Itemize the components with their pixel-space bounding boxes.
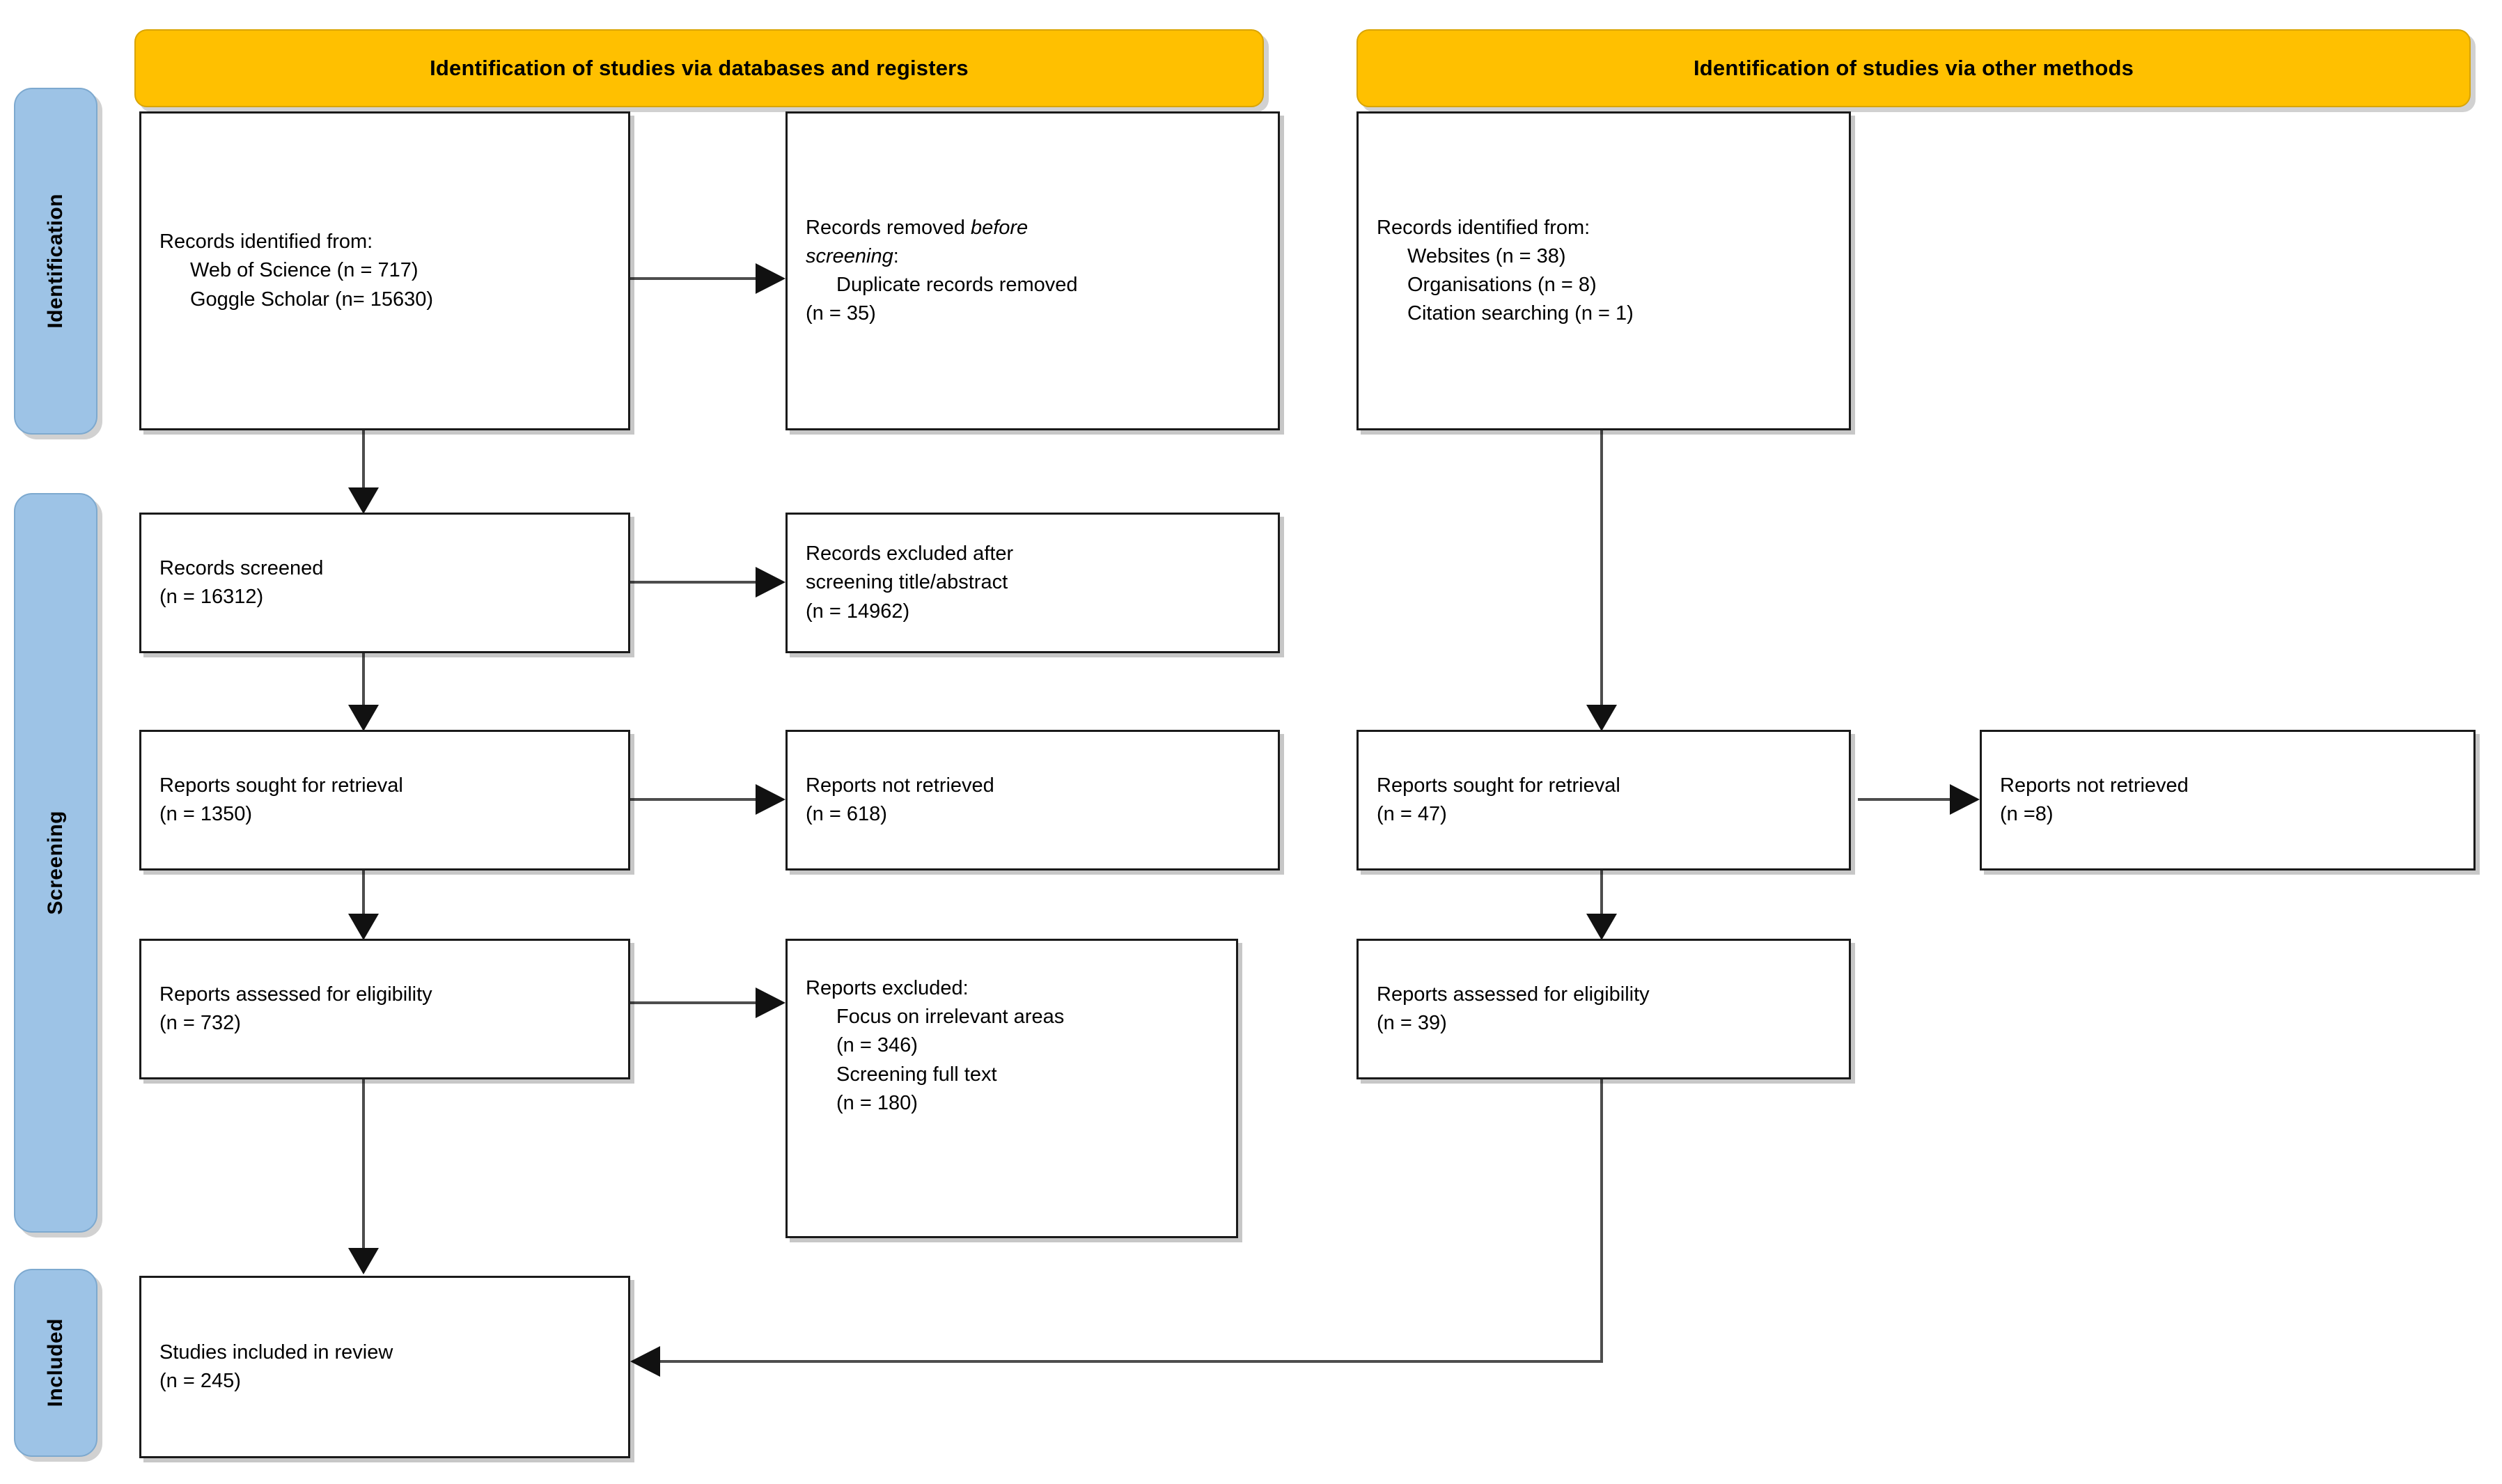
connector-sought-to-assessed: [348, 870, 379, 940]
banner-other-label: Identification of studies via other meth…: [1693, 56, 2134, 80]
box-db-reports-excluded[interactable]: Reports excluded: Focus on irrelevant ar…: [785, 939, 1238, 1238]
box-line: Focus on irrelevant areas: [836, 1006, 1065, 1029]
box-line: (n = 180): [836, 1091, 918, 1114]
box-line: Duplicate records removed: [836, 274, 1078, 296]
box-line: Reports sought for retrieval: [1377, 774, 1620, 797]
box-line: Records screened: [159, 556, 324, 579]
box-line: (n =8): [2000, 803, 2054, 825]
box-records-screened[interactable]: Records screened (n = 16312): [139, 513, 630, 653]
box-line: (n = 346): [836, 1034, 918, 1057]
stage-label-included: Included: [14, 1269, 97, 1457]
connector-screened-to-sought: [348, 653, 379, 731]
box-line: Reports assessed for eligibility: [1377, 983, 1650, 1006]
connector-db-identified-to-screened: [348, 430, 379, 514]
stage-label-included-text: Included: [44, 1318, 67, 1407]
box-line: Records identified from:: [1377, 216, 1590, 239]
box-line: Reports not retrieved: [2000, 774, 2189, 797]
box-db-reports-sought[interactable]: Reports sought for retrieval (n = 1350): [139, 730, 630, 870]
box-line: (n = 39): [1377, 1012, 1447, 1034]
connector-db-identified-to-removed: [630, 263, 785, 294]
banner-databases-label: Identification of studies via databases …: [430, 56, 969, 80]
banner-databases: Identification of studies via databases …: [134, 29, 1264, 107]
box-db-removed-before-screening[interactable]: Records removed before screening: Duplic…: [785, 111, 1280, 430]
box-line: (n = 35): [806, 302, 876, 325]
stage-label-screening-text: Screening: [44, 811, 67, 915]
box-line: screening title/abstract: [806, 571, 1008, 594]
box-line: Goggle Scholar (n= 15630): [190, 288, 434, 311]
box-line: Studies included in review: [159, 1341, 393, 1364]
removed-colon: :: [893, 244, 899, 267]
box-line: Records removed before: [806, 214, 1260, 242]
removed-italic-before: before: [970, 216, 1029, 239]
box-line: Citation searching (n = 1): [1407, 302, 1634, 325]
box-line: (n = 14962): [806, 600, 910, 623]
connector-screened-to-excluded: [630, 567, 785, 597]
box-db-reports-assessed[interactable]: Reports assessed for eligibility (n = 73…: [139, 939, 630, 1079]
removed-italic-screening: screening: [806, 244, 893, 267]
box-line: (n = 618): [806, 803, 887, 825]
box-line: Records identified from:: [159, 231, 373, 253]
stage-label-identification: Identification: [14, 88, 97, 435]
connector-other-sought-to-assessed: [1586, 870, 1617, 940]
removed-text: Records removed: [806, 216, 971, 239]
box-line: Organisations (n = 8): [1407, 274, 1597, 296]
box-line: screening:: [806, 242, 1260, 271]
box-line: Records excluded after: [806, 542, 1014, 565]
connector-sought-to-not-retrieved: [630, 784, 785, 815]
box-line: (n = 47): [1377, 803, 1447, 825]
banner-other: Identification of studies via other meth…: [1356, 29, 2471, 107]
box-line: Screening full text: [836, 1063, 997, 1086]
box-other-reports-not-retrieved[interactable]: Reports not retrieved (n =8): [1980, 730, 2476, 870]
box-studies-included[interactable]: Studies included in review (n = 245): [139, 1276, 630, 1458]
box-line: (n = 245): [159, 1370, 241, 1392]
stage-label-screening: Screening: [14, 493, 97, 1233]
box-other-reports-assessed[interactable]: Reports assessed for eligibility (n = 39…: [1356, 939, 1851, 1079]
box-line: (n = 1350): [159, 803, 253, 825]
box-other-identified[interactable]: Records identified from: Websites (n = 3…: [1356, 111, 1851, 430]
box-line: Reports not retrieved: [806, 774, 994, 797]
box-line: Reports excluded:: [806, 977, 969, 999]
box-other-reports-sought[interactable]: Reports sought for retrieval (n = 47): [1356, 730, 1851, 870]
box-line: Websites (n = 38): [1407, 244, 1566, 267]
connector-other-identified-to-sought: [1586, 430, 1617, 731]
box-line: Web of Science (n = 717): [190, 259, 419, 282]
box-records-excluded[interactable]: Records excluded after screening title/a…: [785, 513, 1280, 653]
connector-other-sought-to-not-retrieved: [1858, 784, 1980, 815]
box-line: Reports sought for retrieval: [159, 774, 403, 797]
box-db-identified[interactable]: Records identified from: Web of Science …: [139, 111, 630, 430]
stage-label-identification-text: Identification: [44, 194, 67, 329]
box-line: (n = 732): [159, 1012, 241, 1034]
connector-assessed-to-excluded: [630, 987, 785, 1018]
box-db-reports-not-retrieved[interactable]: Reports not retrieved (n = 618): [785, 730, 1280, 870]
connector-assessed-to-included: [348, 1078, 379, 1274]
box-line: Reports assessed for eligibility: [159, 983, 432, 1006]
box-line: (n = 16312): [159, 586, 264, 608]
